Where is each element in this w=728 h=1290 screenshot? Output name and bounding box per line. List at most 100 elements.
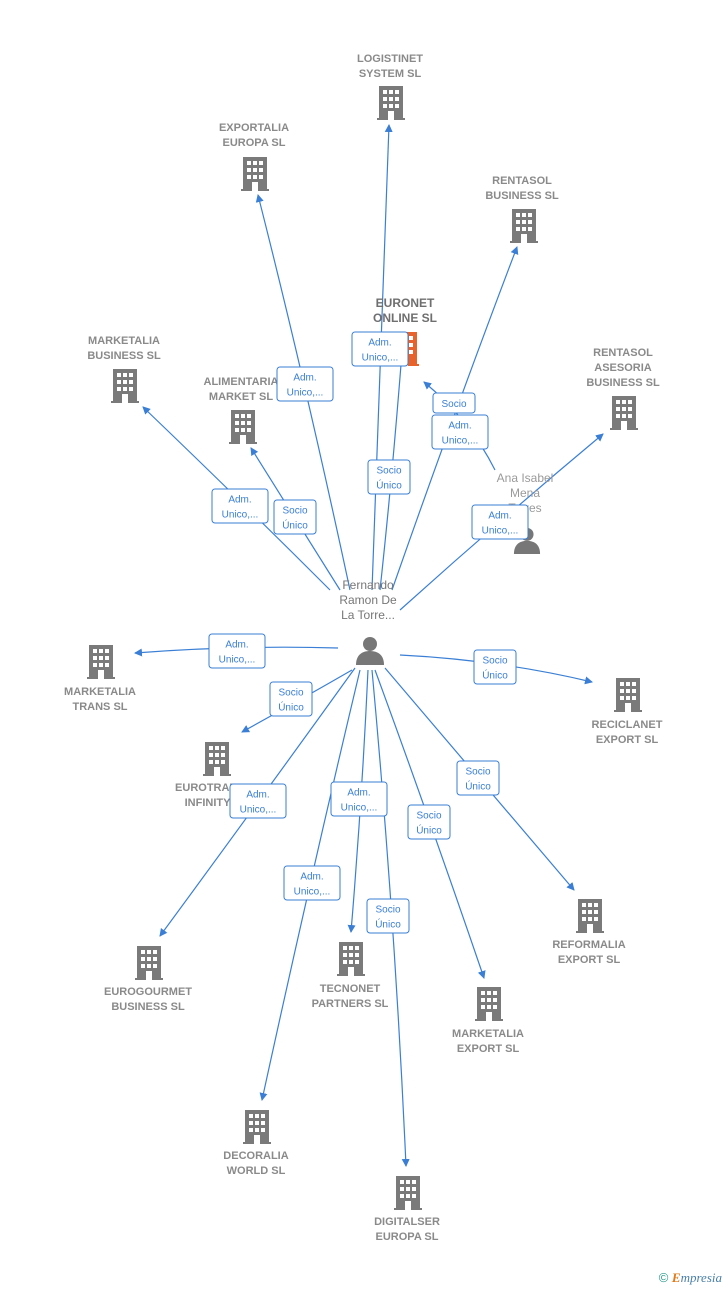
- person-name-line: Fernando: [342, 578, 394, 592]
- edge-label-adm[interactable]: Adm. Unico,...: [208, 633, 266, 669]
- edge-label-text: Socio: [482, 656, 507, 667]
- edge-label-socio-short[interactable]: Socio: [432, 392, 476, 414]
- building-icon: [475, 987, 503, 1021]
- company-name-line: SYSTEM SL: [359, 68, 422, 80]
- edge-label-text: Unico,...: [341, 803, 378, 814]
- company-node-rentasol-asesoria[interactable]: RENTASOL ASESORIA BUSINESS SL: [586, 347, 660, 430]
- building-icon: [135, 946, 163, 980]
- edge-label-text: Adm.: [448, 421, 471, 432]
- edge-label-adm[interactable]: Adm. Unico,...: [330, 781, 388, 817]
- edge-label-text: Adm.: [225, 640, 248, 651]
- edge-label-text: Unico,...: [482, 526, 519, 537]
- edge-label-box: [407, 804, 451, 840]
- company-name-line: MARKET SL: [209, 391, 273, 403]
- edge-labels-layer: SocioÚnicoAdm.Unico,...Adm.Unico,...Adm.…: [208, 331, 529, 934]
- edge-label-text: Único: [416, 824, 442, 837]
- edge-label-adm[interactable]: Adm. Unico,...: [471, 504, 529, 540]
- edge-label-text: Socio: [375, 905, 400, 916]
- company-name-line: BUSINESS SL: [485, 190, 559, 202]
- edge-label-box: [456, 760, 500, 796]
- edge-label-text: Adm.: [347, 788, 370, 799]
- edge-label-box: [473, 649, 517, 685]
- company-name-line: TECNONET: [320, 983, 381, 995]
- edge-label-adm[interactable]: Adm. Unico,...: [283, 865, 341, 901]
- edge-label-text: Unico,...: [219, 655, 256, 666]
- company-name-line: EXPORT SL: [558, 954, 621, 966]
- edge-label-box: [471, 504, 529, 540]
- building-icon: [87, 645, 115, 679]
- edge-label-adm[interactable]: Adm.Unico,...: [211, 488, 269, 524]
- company-name-line: TRANS SL: [73, 701, 128, 713]
- person-name-line: Ramon De: [339, 593, 397, 607]
- edge-rentasol: [391, 246, 519, 591]
- edge-label-text: Unico,...: [240, 805, 277, 816]
- company-name-line: ONLINE SL: [373, 311, 437, 325]
- company-name-line: RECICLANET: [592, 719, 663, 731]
- building-icon: [337, 942, 365, 976]
- edge-label-adm[interactable]: Adm.Unico,...: [351, 331, 409, 367]
- edge-label-adm[interactable]: Adm.Unico,...: [229, 783, 287, 819]
- edge-label-text: Unico,...: [442, 436, 479, 447]
- edge-label-box: [211, 488, 269, 524]
- company-name-line: EURONET: [376, 296, 435, 310]
- edge-label-text: Adm.: [300, 872, 323, 883]
- edge-label-text: Unico,...: [294, 887, 331, 898]
- building-icon: [614, 678, 642, 712]
- edge-label-text: Adm.: [488, 511, 511, 522]
- company-name-line: BUSINESS SL: [586, 377, 660, 389]
- company-name-line: BUSINESS SL: [111, 1001, 185, 1013]
- building-icon: [229, 410, 257, 444]
- building-icon: [241, 157, 269, 191]
- company-name-line: LOGISTINET: [357, 53, 423, 65]
- company-name-line: RENTASOL: [593, 347, 653, 359]
- copyright-symbol: ©: [658, 1270, 669, 1285]
- building-icon: [394, 1176, 422, 1210]
- company-name-line: ASESORIA: [594, 362, 652, 374]
- building-icon: [203, 742, 231, 776]
- building-icon: [510, 209, 538, 243]
- company-node-reformalia[interactable]: REFORMALIA EXPORT SL: [552, 899, 626, 966]
- company-name-line: EUROGOURMET: [104, 986, 192, 998]
- company-name-line: DECORALIA: [223, 1150, 288, 1162]
- empresia-logo: Empresia: [671, 1270, 722, 1285]
- edge-label-box: [367, 459, 411, 495]
- edge-label-text: Único: [465, 780, 491, 793]
- edge-label-text: Socio: [278, 688, 303, 699]
- company-node-marketalia-trans[interactable]: MARKETALIA TRANS SL: [64, 645, 136, 713]
- company-name-line: EXPORT SL: [596, 734, 659, 746]
- footer-brand[interactable]: © Empresia: [659, 1270, 722, 1286]
- edge-label-adm[interactable]: Adm.Unico,...: [276, 366, 334, 402]
- edge-label-text: Unico,...: [222, 510, 259, 521]
- company-node-reciclanet[interactable]: RECICLANET EXPORT SL: [592, 678, 663, 746]
- building-icon: [243, 1110, 271, 1144]
- edge-label-adm[interactable]: Adm. Unico,...: [431, 414, 489, 450]
- company-name-line: REFORMALIA: [552, 939, 625, 951]
- company-node-logistinet[interactable]: LOGISTINET SYSTEM SL: [357, 53, 423, 120]
- person-name-line: Ana Isabel: [497, 471, 554, 485]
- company-node-eurogourmet[interactable]: EUROGOURMET BUSINESS SL: [104, 946, 192, 1013]
- edge-label-text: Único: [278, 701, 304, 714]
- company-name-line: MARKETALIA: [64, 686, 136, 698]
- edge-label-text: Socio: [441, 399, 466, 410]
- edge-label-box: [273, 499, 317, 535]
- building-icon: [111, 369, 139, 403]
- company-name-line: MARKETALIA: [452, 1028, 524, 1040]
